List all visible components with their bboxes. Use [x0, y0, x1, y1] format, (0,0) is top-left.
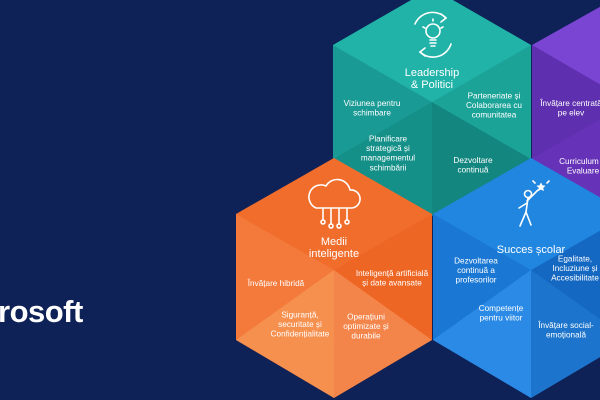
student-celebrating-icon: [518, 180, 550, 227]
hexagon-facets: [433, 158, 600, 398]
label-line: inteligente: [309, 248, 359, 260]
pillar-title-leadership: Leadership& Politici: [405, 67, 459, 91]
label-line: durabile: [351, 331, 381, 340]
focus-area-label: Învățare social-emoțională: [537, 320, 594, 340]
label-line: & Politici: [411, 79, 453, 91]
hexagon-facets: [333, 0, 531, 216]
label-line: continuă a: [457, 266, 495, 275]
label-line: Parteneriate și: [468, 91, 521, 100]
label-line: Dezvoltare: [453, 156, 493, 165]
pillar-hexagon-green: [333, 0, 531, 216]
label-line: Accesibilitate: [551, 273, 599, 282]
hexagon-facets: [236, 158, 432, 398]
label-line: strategică și: [366, 144, 410, 153]
label-line: Colaborarea cu: [466, 101, 522, 110]
label-line: pentru viitor: [480, 314, 523, 323]
label-line: emoțională: [546, 331, 587, 340]
brand-wordmark: rosoft: [0, 294, 83, 329]
label-line: Medii: [321, 236, 347, 248]
label-line: Evaluare: [567, 167, 600, 176]
label-line: Curriculum și: [559, 157, 600, 166]
label-line: Inteligență artificială: [356, 269, 429, 278]
label-line: schimbare: [353, 109, 391, 118]
label-line: Planificare: [369, 134, 408, 143]
label-line: Învățare social-: [537, 320, 594, 330]
pillar-hexagon-purple: [532, 0, 600, 216]
cloud-network-icon: [308, 178, 361, 229]
label-line: Viziunea pentru: [344, 99, 401, 108]
label-line: Operațiuni: [347, 312, 385, 321]
label-line: și date avansate: [362, 279, 422, 288]
label-line: Competențe: [479, 304, 524, 313]
label-line: Succes școlar: [497, 244, 566, 256]
label-line: optimizate și: [343, 322, 389, 331]
label-line: managementul: [361, 154, 415, 163]
label-line: continuă: [458, 166, 489, 175]
label-line: Dezvoltarea: [454, 256, 498, 265]
label-line: Învățare hibridă: [247, 278, 305, 288]
lightbulb-cycle-icon: [414, 11, 452, 58]
label-line: profesorilor: [456, 275, 497, 284]
label-line: Leadership: [405, 67, 459, 79]
pillar-hexagon-blue: [433, 158, 600, 398]
label-line: Siguranță,: [281, 310, 318, 319]
label-line: Confidențialitate: [271, 329, 330, 338]
pillar-hexagon-orange: [236, 158, 432, 398]
focus-area-label: Învățare hibridă: [247, 278, 305, 288]
hexagon-facets: [532, 0, 600, 216]
pillar-title-succes: Succes școlar: [497, 244, 566, 256]
label-line: securitate și: [278, 320, 322, 329]
label-line: Incluziune și: [552, 264, 597, 273]
label-line: schimbării: [370, 163, 407, 172]
label-line: Învățare centrată: [539, 98, 600, 108]
label-line: pe elev: [558, 109, 585, 118]
label-line: comunitatea: [472, 110, 517, 119]
focus-area-label: Curriculum șiEvaluare: [559, 157, 600, 176]
label-line: Egalitate,: [558, 254, 592, 263]
